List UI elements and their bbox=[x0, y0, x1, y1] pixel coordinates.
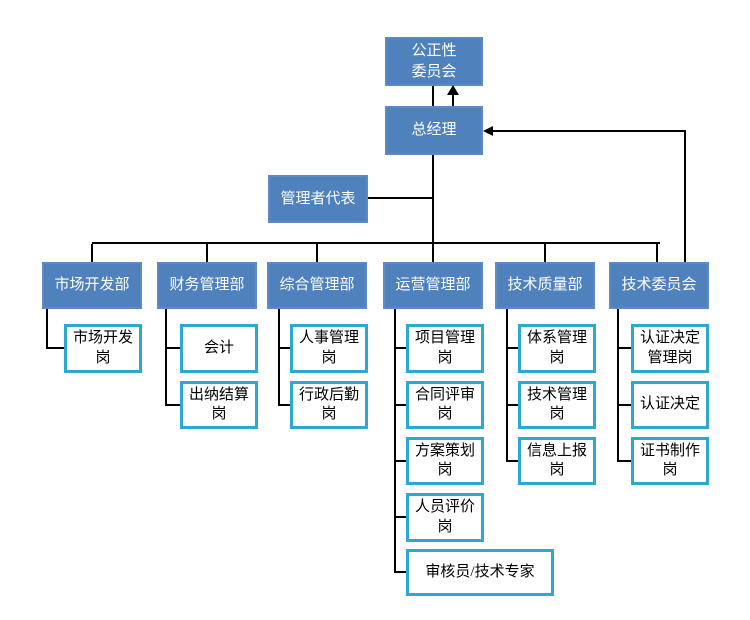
connector-line bbox=[368, 197, 434, 199]
connector-line bbox=[656, 244, 658, 262]
position-node: 人员评价 岗 bbox=[406, 493, 484, 542]
position-node: 审核员/技术专家 bbox=[406, 549, 554, 596]
position-node: 项目管理 岗 bbox=[406, 324, 484, 373]
connector-line bbox=[394, 571, 406, 573]
position-node: 出纳结算 岗 bbox=[180, 381, 258, 429]
connector-line bbox=[432, 155, 434, 243]
connector-line bbox=[278, 347, 290, 349]
department-node-market-dev: 市场开发部 bbox=[42, 262, 142, 309]
connector-line bbox=[617, 460, 631, 462]
connector-line bbox=[506, 404, 518, 406]
department-node-tech-quality: 技术质量部 bbox=[495, 262, 595, 309]
department-node-finance: 财务管理部 bbox=[157, 262, 257, 309]
position-node: 认证决定 bbox=[631, 381, 709, 429]
position-node: 会计 bbox=[180, 324, 258, 373]
general-manager-node: 总经理 bbox=[385, 106, 483, 155]
connector-line bbox=[91, 244, 93, 262]
department-node-general-admin: 综合管理部 bbox=[267, 262, 367, 309]
connector-line bbox=[46, 347, 64, 349]
position-node: 信息上报 岗 bbox=[518, 437, 596, 485]
connector-line bbox=[165, 404, 180, 406]
position-node: 认证决定 管理岗 bbox=[631, 324, 709, 373]
position-node: 技术管理 岗 bbox=[518, 381, 596, 429]
connector-line bbox=[544, 244, 546, 262]
position-node: 方案策划 岗 bbox=[406, 437, 484, 485]
impartiality-committee-node: 公正性 委员会 bbox=[385, 37, 483, 86]
connector-line bbox=[394, 460, 406, 462]
position-node: 合同评审 岗 bbox=[406, 381, 484, 429]
position-node: 行政后勤 岗 bbox=[290, 381, 368, 429]
connector-line bbox=[278, 404, 290, 406]
connector-line bbox=[206, 244, 208, 262]
connector-line bbox=[506, 347, 518, 349]
up-arrowhead-icon bbox=[447, 85, 459, 95]
connector-line bbox=[506, 460, 518, 462]
connector-line bbox=[46, 309, 48, 349]
connector-line bbox=[452, 94, 454, 106]
connector-line bbox=[617, 404, 631, 406]
connector-line bbox=[492, 130, 686, 132]
connector-line bbox=[394, 404, 406, 406]
connector-line bbox=[432, 86, 434, 106]
position-node: 证书制作 岗 bbox=[631, 437, 709, 485]
department-node-operations: 运营管理部 bbox=[383, 262, 483, 309]
left-arrowhead-icon bbox=[483, 126, 493, 136]
connector-line bbox=[432, 244, 434, 262]
connector-line bbox=[506, 309, 508, 461]
connector-line bbox=[92, 242, 660, 244]
connector-line bbox=[394, 516, 406, 518]
connector-line bbox=[684, 130, 686, 262]
position-node: 体系管理 岗 bbox=[518, 324, 596, 373]
connector-line bbox=[278, 309, 280, 406]
connector-line bbox=[165, 309, 167, 406]
connector-line bbox=[394, 347, 406, 349]
connector-line bbox=[617, 309, 619, 461]
connector-line bbox=[316, 244, 318, 262]
connector-line bbox=[394, 309, 396, 573]
department-node-tech-committee: 技术委员会 bbox=[609, 262, 709, 309]
management-representative-node: 管理者代表 bbox=[268, 175, 368, 223]
connector-line bbox=[165, 347, 180, 349]
position-node: 人事管理 岗 bbox=[290, 324, 368, 373]
connector-line bbox=[617, 347, 631, 349]
position-node: 市场开发 岗 bbox=[64, 324, 142, 373]
